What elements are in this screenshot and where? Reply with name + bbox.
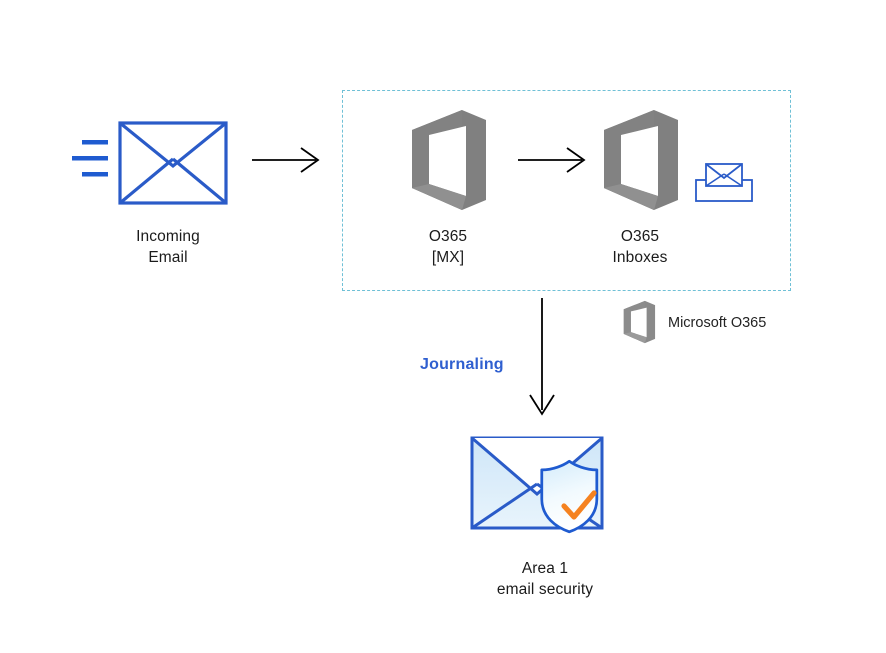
inbox-tray [694,160,754,204]
office-365-icon [623,300,656,344]
edge-journaling-label: Journaling [420,356,504,373]
envelope-icon [72,121,228,205]
node-area1-email-security [468,432,636,544]
node-o365-mx [404,108,492,212]
edge-mx-to-inboxes [518,140,593,180]
legend-label: Microsoft O365 [668,315,767,331]
office-365-icon [604,110,678,210]
legend-o365-icon-wrap [620,300,658,344]
node-o365-inboxes [596,108,684,212]
inbox-tray-icon [695,163,753,202]
node-area1-email-security-label: Area 1 email security [496,560,594,598]
node-o365-inboxes-label: O365 Inboxes [612,228,668,266]
edge-journaling [518,298,566,420]
arrow-right-icon [252,147,320,173]
shielded-envelope-icon [470,436,604,534]
node-incoming-email [72,118,232,210]
o365-boundary-box [342,90,791,291]
node-o365-mx-label: O365 [MX] [428,228,468,266]
node-incoming-email-label: Incoming Email [136,228,200,266]
office-365-icon [412,110,486,210]
arrow-right-icon [518,147,586,173]
arrow-down-icon [529,298,555,416]
edge-incoming-to-mx [252,140,327,180]
